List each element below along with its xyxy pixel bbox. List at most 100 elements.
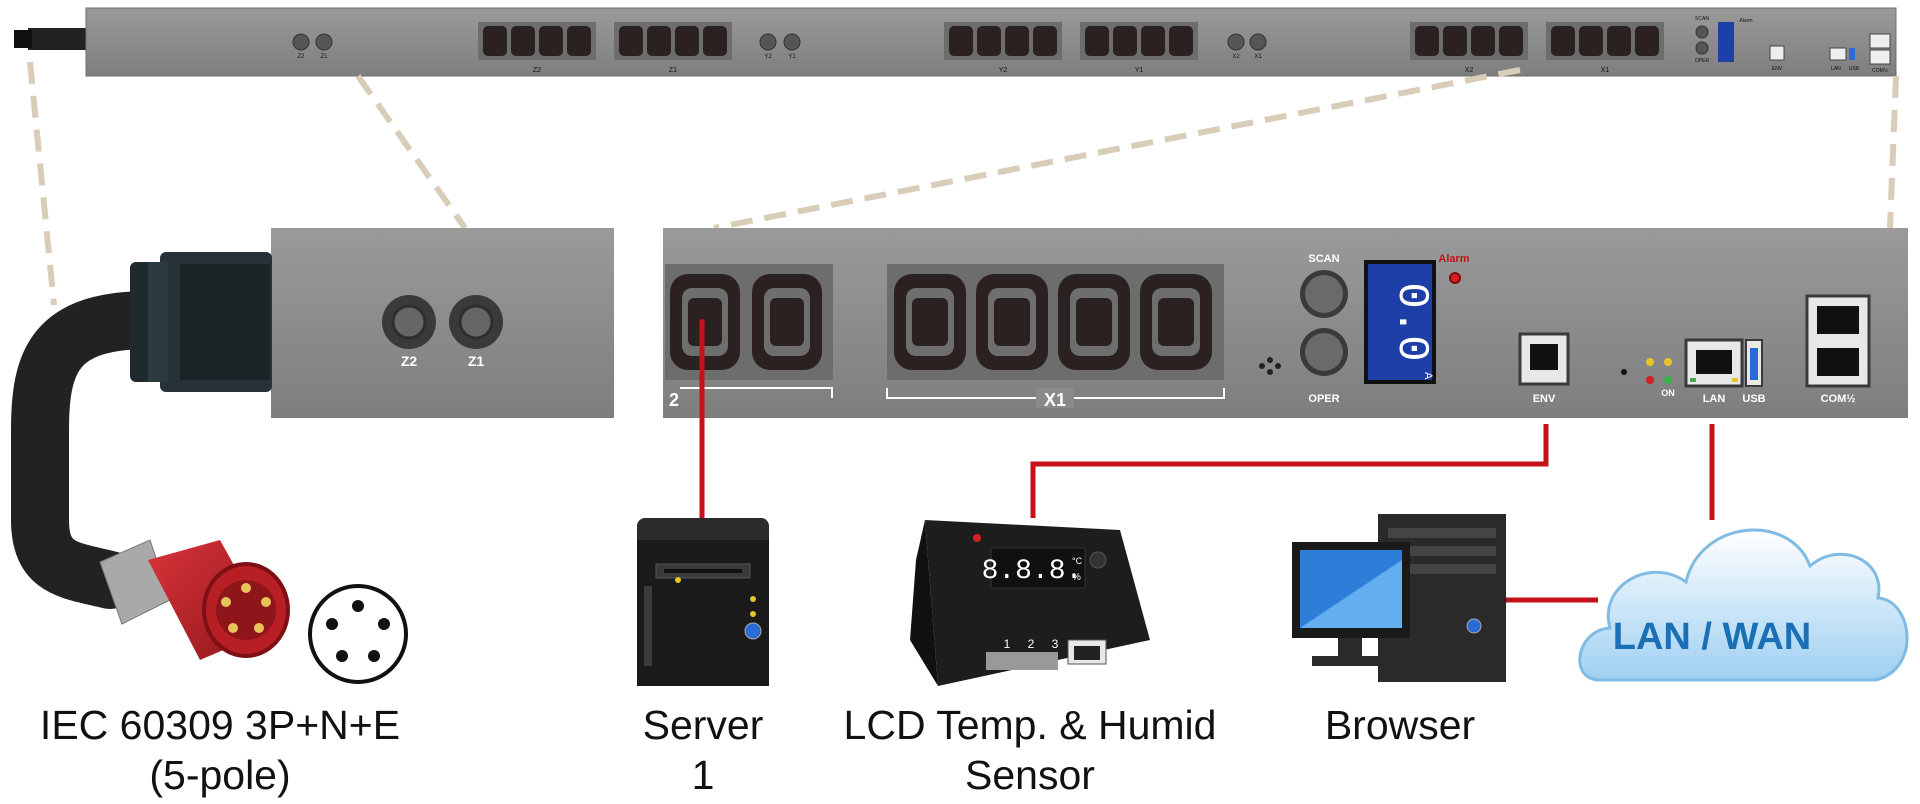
oper-button[interactable] <box>1300 328 1348 376</box>
browser-caption: Browser <box>1300 700 1500 750</box>
com-label: COM½ <box>1821 393 1856 405</box>
display-value: 0.0 <box>1386 282 1436 361</box>
control-buttons: SCAN OPER <box>1259 253 1348 405</box>
plug-pin-diagram-icon <box>308 584 408 684</box>
env-port[interactable]: ENV <box>1518 332 1570 405</box>
top-label: Z2 <box>533 67 541 74</box>
temp-humid-sensor: 8.8.8. °C % 1 2 3 4 5 6 <box>910 520 1150 686</box>
top-label: COM½ <box>1872 67 1889 74</box>
lan-label: LAN <box>1703 393 1726 405</box>
server-icon <box>637 518 769 686</box>
usb-label: USB <box>1742 393 1765 405</box>
sensor-port-number: 2 <box>1028 637 1035 651</box>
top-label: Alarm <box>1739 18 1752 24</box>
power-cord-stub <box>28 28 88 50</box>
sensor-caption: LCD Temp. & Humid Sensor <box>830 700 1230 800</box>
top-control-panel: SCAN OPER Alarm ENV LAN USB COM½ <box>1695 16 1891 74</box>
top-pdu-strip: Z2 Z1 Y2 Y1 X2 X1 Z2 Z1 Y2 <box>14 7 1897 77</box>
server-caption-line2: 1 <box>691 752 715 798</box>
breaker-z2: Z2 <box>382 295 436 369</box>
outlet-group-x1: X1 <box>886 264 1225 410</box>
top-outlet-group: X1 <box>1546 22 1664 74</box>
top-outlet-group: Z2 <box>478 22 596 74</box>
detail-right-section: 2 X1 SCAN OPER 0.0 A <box>663 228 1908 418</box>
sensor-port-numbers: 1 2 3 4 5 6 <box>986 637 1059 685</box>
top-outlet-group: X2 <box>1410 22 1528 74</box>
scan-label: SCAN <box>1308 253 1339 265</box>
breaker-label: Z2 <box>401 353 418 369</box>
zoom-guide-lines <box>27 61 1899 306</box>
top-label: LAN <box>1831 66 1841 72</box>
sensor-caption-line1: LCD Temp. & Humid <box>843 702 1217 748</box>
browser-caption-line1: Browser <box>1324 702 1476 748</box>
top-label: Y2 <box>764 54 772 60</box>
top-label: ENV <box>1772 66 1783 72</box>
sensor-caption-line2: Sensor <box>965 752 1095 798</box>
current-display: 0.0 A <box>1364 260 1436 384</box>
top-outlet-group: Y2 <box>944 22 1062 74</box>
alarm-indicator: Alarm <box>1438 253 1470 284</box>
plug-caption-line1: IEC 60309 3P+N+E <box>39 702 401 748</box>
group-label: X1 <box>1044 390 1066 410</box>
sensor-port-number: 6 <box>1043 671 1050 685</box>
lan-wan-cloud-icon: LAN / WAN <box>1578 528 1909 682</box>
power-plug-assembly <box>11 252 408 684</box>
on-label: ON <box>1661 388 1675 398</box>
top-breaker-y: Y2 Y1 <box>759 33 801 60</box>
lan-port[interactable]: LAN <box>1684 338 1744 405</box>
top-label: Z1 <box>669 67 677 74</box>
top-label: X1 <box>1601 67 1610 74</box>
top-label: SCAN <box>1695 16 1709 22</box>
top-label: Z1 <box>320 54 328 60</box>
status-leds: ON <box>1621 358 1675 398</box>
usb-port[interactable]: USB <box>1742 339 1766 405</box>
top-breaker-z: Z2 Z1 <box>292 33 333 60</box>
power-cable <box>11 291 179 609</box>
top-label: USB <box>1849 66 1860 72</box>
alarm-label: Alarm <box>1438 253 1469 265</box>
top-label: X1 <box>1254 54 1262 60</box>
plug-caption-line2: (5-pole) <box>149 752 291 798</box>
plug-housing <box>130 252 272 392</box>
top-label: Z2 <box>297 54 305 60</box>
sensor-unit-humid: % <box>1072 572 1081 583</box>
breaker-z1: Z1 <box>449 295 503 369</box>
top-label: Y1 <box>788 54 796 60</box>
breaker-label: Z1 <box>468 353 485 369</box>
sensor-port-number: 5 <box>1019 671 1026 685</box>
top-label: Y1 <box>1135 67 1144 74</box>
top-label: X2 <box>1465 67 1474 74</box>
top-label: OPER <box>1695 58 1710 64</box>
oper-label: OPER <box>1308 393 1339 405</box>
plug-caption: IEC 60309 3P+N+E (5-pole) <box>20 700 420 800</box>
sensor-cable <box>1030 424 1549 518</box>
outlet-group-partial: 2 <box>665 264 833 410</box>
scan-button[interactable] <box>1300 270 1348 318</box>
env-label: ENV <box>1533 393 1556 405</box>
sensor-port-number: 1 <box>1004 637 1011 651</box>
top-label: X2 <box>1232 54 1240 60</box>
sensor-port-number: 3 <box>1052 637 1059 651</box>
sensor-port-number: 4 <box>995 671 1002 685</box>
top-outlet-group: Y1 <box>1080 22 1198 74</box>
top-label: Y2 <box>999 67 1008 74</box>
sensor-display-value: 8.8.8. <box>982 556 1083 587</box>
pdu-body-right <box>663 228 1908 418</box>
detail-left-section: Z2 Z1 <box>271 228 614 418</box>
cloud-label: LAN / WAN <box>1613 616 1811 658</box>
red-cables <box>699 322 1715 603</box>
display-unit: A <box>1422 372 1434 380</box>
sensor-unit-temp: °C <box>1072 556 1083 566</box>
browser-computer-icon <box>1292 514 1506 682</box>
server-caption: Server 1 <box>603 700 803 800</box>
top-outlet-groups: Z2 Z1 Y2 Y1 X2 X1 <box>478 22 1664 74</box>
group-label: 2 <box>669 390 679 410</box>
speaker-icon <box>1259 357 1281 375</box>
pdu-body-left <box>271 228 614 418</box>
top-outlet-group: Z1 <box>614 22 732 74</box>
iec-plug <box>99 539 290 660</box>
top-breaker-x: X2 X1 <box>1227 33 1267 60</box>
com-ports[interactable]: COM½ <box>1805 294 1871 405</box>
server-caption-line1: Server <box>642 702 764 748</box>
